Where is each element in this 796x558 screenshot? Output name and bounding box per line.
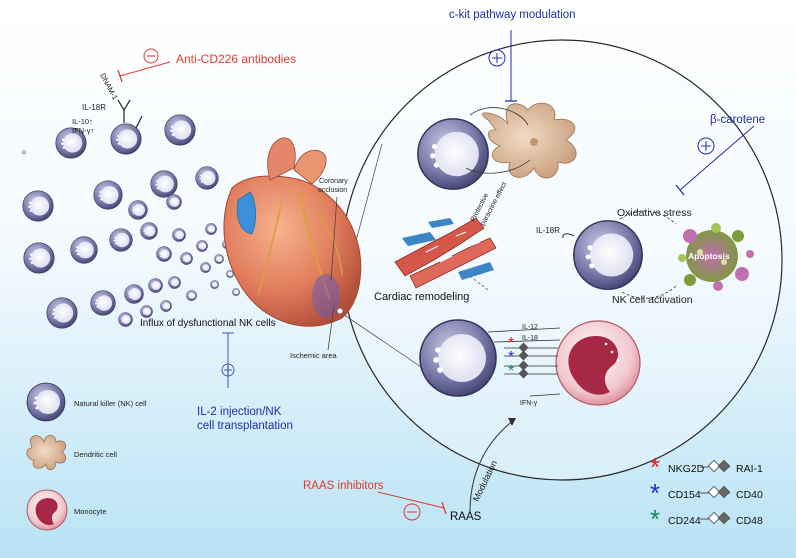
legend-star-red-icon: *: [650, 452, 660, 482]
ckit-label: c-kit pathway modulation: [449, 9, 576, 21]
legend-star-green-icon: *: [650, 504, 660, 534]
activation-arrow: [621, 285, 677, 299]
oxidative-arrow: [619, 210, 677, 225]
coronary-label-1: Coronary: [319, 178, 348, 185]
legend-monocyte-icon: [26, 489, 68, 531]
beta-carotene-label: β-carotene: [710, 114, 765, 126]
il2-label-1: IL-2 injection/NK: [197, 406, 282, 418]
il18-label: IL-18: [522, 335, 538, 342]
star-green-icon: *: [508, 363, 514, 380]
legend-pair-3-left: CD244: [668, 515, 701, 527]
beta-carotene-arrow: [675, 125, 755, 196]
legend-pair-markers: * * *: [650, 452, 731, 534]
anti-cd226-label: Anti-CD226 antibodies: [176, 52, 296, 66]
apoptosis-label: Apoptosis: [688, 251, 730, 261]
ifn-gamma-label: IFN-γ: [520, 400, 538, 407]
il10-label: IL-10↑: [72, 117, 93, 126]
ischemic-pointer: [327, 305, 335, 351]
anti-cd226-inhibit: [117, 48, 171, 83]
cardiac-muscle-fibers: [394, 217, 497, 289]
legend-pair-1-right: RAI-1: [736, 463, 763, 475]
cardiac-remodeling-label: Cardiac remodeling: [374, 291, 469, 303]
legend-dendritic-icon: [26, 434, 67, 471]
oxidative-stress-label: Oxidative stress: [617, 207, 692, 219]
il2-arrow: [221, 332, 235, 388]
protective-arc-1: [469, 107, 529, 126]
occlusion-point: [336, 307, 344, 315]
protective-arc-2: [465, 159, 531, 174]
il18r-left-label: IL-18R: [82, 103, 106, 112]
influx-label: Influx of dysfunctional NK cells: [140, 318, 276, 329]
dendritic-cell-top: [481, 102, 577, 179]
coronary-pointer: [330, 196, 338, 281]
raas-inhibit: [377, 491, 447, 521]
ckit-arrow: [488, 30, 517, 102]
nk-cell-top: [416, 117, 490, 191]
il12-label: IL-12: [522, 324, 538, 331]
legend-monocyte-label: Monocyte: [74, 507, 107, 516]
il2-label-2: cell transplantation: [197, 420, 293, 432]
legend-star-blue-icon: *: [650, 478, 660, 508]
ischemic-region: [312, 274, 340, 318]
il18r-right-label: IL-18R: [536, 226, 560, 235]
receptor-diamonds: [518, 342, 529, 379]
ifng-label: IFN-γ↑: [72, 126, 94, 135]
modulation-arrowhead: [508, 418, 516, 426]
star-blue-icon: *: [508, 349, 514, 366]
modulation-arc: [469, 419, 515, 513]
legend-dendritic-label: Dendritic cell: [74, 450, 117, 459]
raas-inhibitors-label: RAAS inhibitors: [303, 480, 384, 492]
coronary-label-2: occlusion: [318, 187, 347, 194]
legend-pair-2-right: CD40: [736, 489, 763, 501]
remodel-arrow: [469, 275, 489, 291]
legend-pair-3-right: CD48: [736, 515, 763, 527]
nk-cell-lower: [419, 319, 497, 397]
nk-cell-middle: [572, 219, 644, 291]
ischemic-area-label: Ischemic area: [290, 351, 338, 360]
legend-nk-icon: [26, 382, 66, 422]
cytokine-lines: [487, 327, 561, 397]
apoptosis-cluster: [678, 223, 754, 291]
dendritic-nucleus: [530, 138, 538, 146]
il18r-receptor: [562, 233, 575, 239]
legend-pair-2-left: CD154: [668, 489, 701, 501]
legend-pair-1-left: NKG2D: [668, 463, 705, 475]
raas-label: RAAS: [450, 511, 482, 523]
nk-activation-label: NK cell activation: [612, 294, 693, 306]
monocyte-lower: [555, 320, 641, 406]
dnam1-receptor: [117, 99, 143, 129]
star-red-icon: *: [508, 335, 514, 352]
legend-nk-label: Natural killer (NK) cell: [74, 399, 147, 408]
